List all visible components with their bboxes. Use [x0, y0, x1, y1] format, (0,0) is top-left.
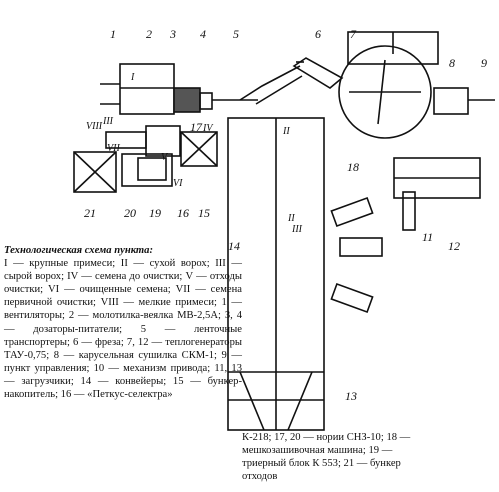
heat-generator-12b: [339, 237, 383, 257]
svg-text:12: 12: [448, 239, 460, 253]
caption-title: Технологическая схема пункта:: [4, 245, 153, 256]
svg-text:2: 2: [146, 27, 152, 41]
bagging-machine-18: [137, 157, 167, 181]
svg-text:3: 3: [169, 27, 176, 41]
svg-text:14: 14: [228, 239, 240, 253]
svg-text:VII: VII: [107, 143, 120, 154]
heat-generator-12a: [330, 196, 374, 228]
svg-text:6: 6: [315, 27, 321, 41]
caption-continuation: К-218; 17, 20 — нории СНЗ-10; 18 — мешко…: [242, 432, 411, 483]
svg-text:III: III: [291, 224, 303, 235]
svg-text:18: 18: [347, 160, 359, 174]
svg-text:21: 21: [84, 206, 96, 220]
svg-text:15: 15: [198, 206, 210, 220]
trier-block-19: [121, 153, 173, 187]
svg-text:1: 1: [110, 27, 116, 41]
svg-text:11: 11: [422, 230, 433, 244]
svg-text:II: II: [287, 213, 295, 224]
svg-text:IV: IV: [202, 123, 214, 134]
svg-text:III: III: [102, 116, 114, 127]
svg-text:VI: VI: [173, 178, 183, 189]
control-post-9: [433, 87, 469, 115]
heat-generator-12c: [330, 282, 374, 314]
svg-text:13: 13: [345, 389, 357, 403]
svg-text:4: 4: [200, 27, 206, 41]
svg-text:V: V: [161, 152, 169, 163]
svg-text:VIII: VIII: [86, 121, 103, 132]
storage-hopper-15: [180, 131, 218, 167]
thresher-machine: [119, 63, 175, 115]
svg-text:7: 7: [350, 27, 357, 41]
figure-caption: Технологическая схема пункта: I — крупны…: [4, 244, 242, 401]
doser-feeder-3: [173, 87, 201, 113]
svg-text:8: 8: [449, 56, 455, 70]
svg-text:19: 19: [149, 206, 161, 220]
mill-6: [292, 57, 344, 89]
svg-text:20: 20: [124, 206, 136, 220]
svg-text:5: 5: [233, 27, 239, 41]
svg-text:17: 17: [190, 120, 203, 134]
elevator-17: [145, 125, 181, 157]
waste-hopper-21: [73, 151, 117, 193]
svg-text:16: 16: [177, 206, 189, 220]
carousel-dryer-8: [338, 45, 432, 139]
svg-text:II: II: [282, 126, 290, 137]
svg-text:9: 9: [481, 56, 487, 70]
svg-text:I: I: [130, 72, 135, 83]
caption-body: I — крупные примеси; II — сухой ворох; I…: [4, 258, 242, 401]
